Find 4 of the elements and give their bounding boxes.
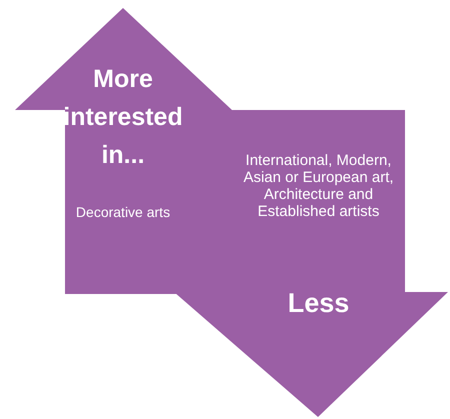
heading-text: Less <box>286 288 350 318</box>
body-text: Decorative arts <box>74 204 172 221</box>
heading-text: More interested in... <box>62 64 184 171</box>
body-text: International, Modern, Asian or European art, Architecture and Established artists <box>242 152 395 220</box>
